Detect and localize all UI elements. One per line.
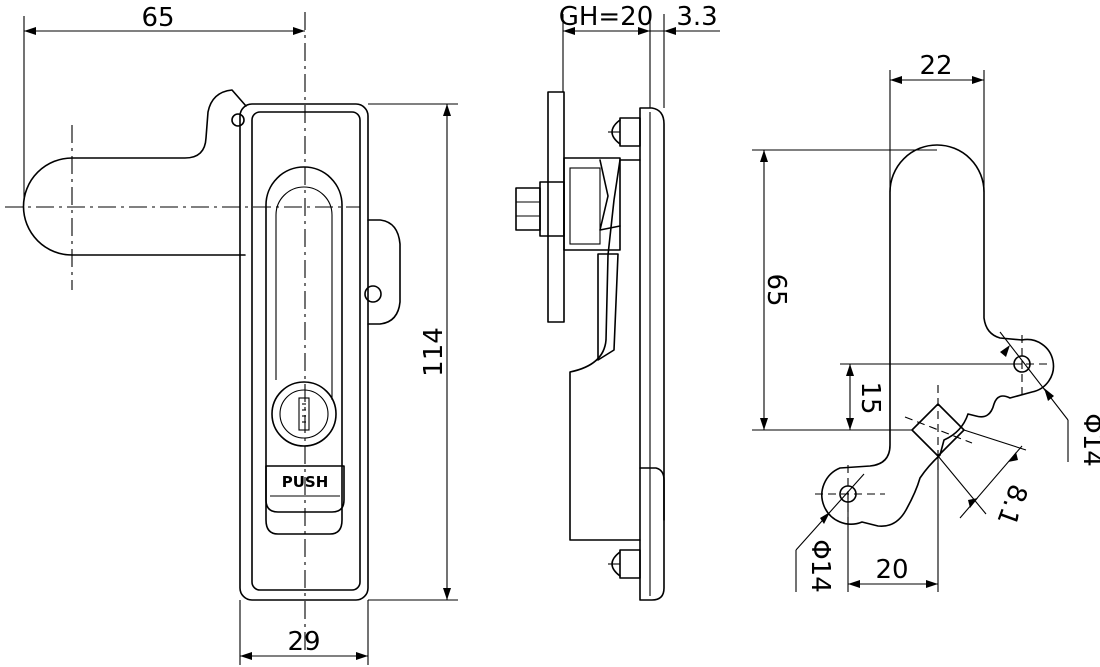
side-gasket [547,91,565,323]
dim-arrow [356,652,368,660]
dim-arrow [443,104,451,116]
dim-arrow [890,76,902,84]
cutout-square-diagonal [904,416,973,444]
front-handle-lever [71,89,247,159]
dim-leader-right [999,331,1069,421]
dim-hole-spacing: 20 [875,555,908,585]
dim-arrow [293,27,305,35]
front-grip-inner [275,186,333,400]
dim-arrow [846,418,854,430]
front-base-plate-inner [251,111,361,591]
front-view: PUSH 65 114 29 [5,3,458,665]
dim-arrow [820,512,830,524]
side-bottom-screw [619,549,641,579]
dim-arrow [968,498,978,508]
dim-handle-length: 65 [141,3,174,33]
dim-arrow [1044,388,1054,401]
dim-extension [937,455,987,515]
dim-hole-diameter-right: Φ14 [1077,413,1100,467]
side-cam-profile [599,159,621,231]
dim-arrow [664,27,676,35]
dim-grip-range: GH=20 [559,2,654,32]
dim-square-size: 8.1 [990,480,1032,529]
side-cam-inner [569,167,601,245]
front-lug-hole [364,285,382,303]
dim-hole-diameter-left: Φ14 [805,539,835,593]
dim-plate-thickness: 3.3 [676,2,717,32]
side-top-screw [619,117,641,147]
dim-cutout-width: 22 [919,51,952,81]
front-grip-body [265,166,343,535]
dim-arrow [972,76,984,84]
dim-arrow [1008,452,1018,462]
front-base-plate [239,103,369,601]
dim-arrow [926,580,938,588]
dim-arrow [848,580,860,588]
front-push-button [265,465,345,513]
dim-arrow [443,588,451,600]
side-latch-arm [597,253,619,361]
side-shaft [539,181,565,237]
dim-hole-offset: 15 [855,381,885,414]
key-slot-icon [298,397,310,431]
front-handle-end [22,157,73,256]
dim-extension [963,429,1027,451]
dim-arrow [24,27,36,35]
cutout-view: 22 65 15 Φ14 Φ14 8.1 [752,51,1100,593]
side-panel-plate [639,107,665,601]
dim-height: 114 [419,327,449,377]
dim-arrow [846,364,854,376]
dim-arrow [760,418,768,430]
front-lock-cylinder [271,381,337,447]
side-body-foot [639,467,665,521]
front-pivot-hole [231,113,245,127]
dim-arrow [760,150,768,162]
front-side-lug [367,219,401,325]
dim-cutout-height: 65 [761,273,791,306]
side-cam-block [563,157,621,251]
front-lock-cylinder-inner [279,389,329,439]
side-body [569,159,641,541]
dim-width: 29 [287,627,320,657]
dim-arrow [1000,345,1010,357]
dim-arrow [638,27,650,35]
side-view: GH=20 3.3 [515,2,720,601]
dim-arrow [563,27,575,35]
dim-arrow [240,652,252,660]
side-nut [515,187,541,231]
